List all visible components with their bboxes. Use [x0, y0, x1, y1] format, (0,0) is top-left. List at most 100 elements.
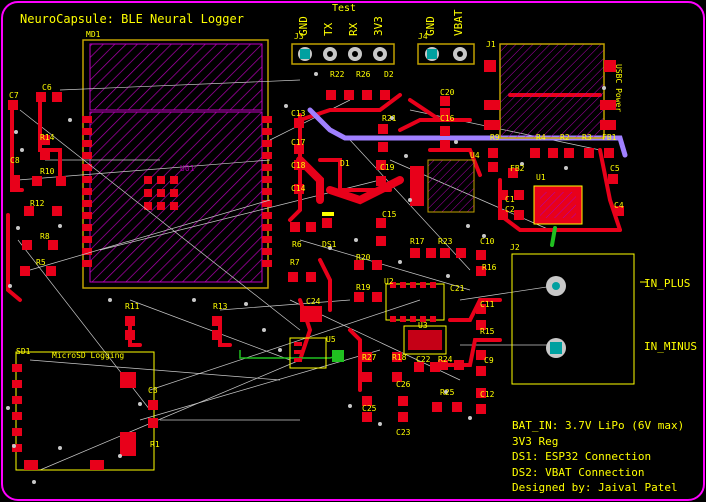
label-c23: C23	[396, 428, 411, 437]
label-d1: D1	[340, 159, 350, 168]
label-c4: C4	[614, 201, 624, 210]
label-c2: C2	[505, 205, 515, 214]
label-c6: C6	[42, 83, 52, 92]
highlighted-net	[307, 107, 628, 158]
label-c12: C12	[480, 390, 495, 399]
label-c15: C15	[382, 210, 397, 219]
label-j3: J3	[294, 32, 304, 41]
header-j3-outline	[291, 43, 395, 65]
connector-j2-outline	[511, 253, 635, 385]
label-c17: C17	[291, 138, 306, 147]
header-j3-pins[interactable]	[298, 47, 387, 61]
label-fb2: FB2	[510, 164, 525, 173]
u2-pads	[390, 282, 436, 322]
u3-body	[408, 330, 442, 350]
u5-pads	[294, 342, 302, 362]
label-c9: C9	[484, 356, 494, 365]
u3-outline	[403, 325, 447, 355]
usb-power-label: USBC Power	[614, 64, 623, 113]
label-r17: R17	[410, 237, 425, 246]
label-u2: U2	[384, 277, 394, 286]
module-pads-left	[82, 116, 92, 267]
note-bat-in: BAT_IN: 3.7V LiPo (6V max)	[512, 419, 685, 432]
label-r10: R10	[40, 167, 55, 176]
label-c10: C10	[480, 237, 495, 246]
label-r25: R25	[440, 388, 455, 397]
microsd-label: MicroSD Logging	[52, 351, 125, 360]
antenna-keepout	[89, 43, 263, 111]
label-j4: J4	[418, 32, 428, 41]
label-fb1: FB1	[602, 133, 617, 142]
label-c20: C20	[440, 88, 455, 97]
label-r19: R19	[356, 283, 371, 292]
label-r4: R4	[536, 133, 546, 142]
u4-tab	[410, 166, 424, 206]
note-ds2: DS2: VBAT Connection	[512, 466, 645, 479]
label-r13: R13	[213, 302, 228, 311]
label-r24: R24	[438, 355, 453, 364]
label-r18: R18	[392, 353, 407, 362]
j2-terminals[interactable]	[546, 276, 566, 358]
vias	[6, 72, 606, 484]
u1-thermal	[540, 192, 576, 218]
label-c21: C21	[450, 284, 465, 293]
label-u5: U5	[326, 335, 336, 344]
green-net-2	[550, 226, 557, 247]
label-c3: C3	[148, 386, 158, 395]
label-r8: R8	[40, 232, 50, 241]
label-r27: R27	[362, 353, 377, 362]
label-c26: C26	[396, 380, 411, 389]
board-title: NeuroCapsule: BLE Neural Logger	[20, 12, 244, 26]
label-r9: R9	[490, 133, 500, 142]
label-c25: C25	[362, 404, 377, 413]
label-c22: C22	[416, 355, 431, 364]
label-c18: C18	[291, 161, 306, 170]
microsd-outline	[15, 351, 155, 471]
u4-outline	[427, 159, 475, 213]
label-c7: C7	[9, 91, 19, 100]
label-d2: D2	[384, 70, 394, 79]
usb-connector-outline	[499, 43, 605, 139]
label-c11: C11	[480, 300, 495, 309]
label-r21: R21	[382, 114, 397, 123]
test-label: Test	[332, 3, 357, 14]
label-md1: MD1	[86, 30, 101, 39]
module-pads-right	[262, 116, 272, 267]
label-r22: R22	[330, 70, 345, 79]
label-r3: R3	[582, 133, 592, 142]
wide-power-traces	[296, 156, 404, 205]
usb-pads	[484, 60, 616, 130]
passive-pads	[8, 90, 624, 428]
note-ds1: DS1: ESP32 Connection	[512, 450, 652, 463]
label-r16: R16	[482, 263, 497, 272]
j3-pin-rx: RX	[347, 22, 360, 36]
label-c19: C19	[380, 163, 395, 172]
label-c1: C1	[505, 195, 515, 204]
label-r26: R26	[356, 70, 371, 79]
label-r20: R20	[356, 253, 371, 262]
header-j4-pins[interactable]	[425, 47, 467, 61]
module-center-pads	[144, 176, 178, 210]
in-plus-label: IN_PLUS	[644, 277, 691, 290]
j4-pin-vbat: VBAT	[452, 9, 465, 37]
label-r23: R23	[438, 237, 453, 246]
label-c8: C8	[10, 156, 20, 165]
label-c24: C24	[306, 297, 321, 306]
microsd-pads	[12, 364, 136, 470]
j3-pin-3v3: 3V3	[372, 16, 385, 36]
header-j4-outline	[417, 43, 475, 65]
label-u1: U1	[536, 173, 546, 182]
label-ds1: DS1	[322, 240, 337, 249]
label-r7: R7	[290, 258, 300, 267]
label-u01: U01	[180, 164, 195, 173]
label-u4: U4	[470, 151, 480, 160]
label-c14: C14	[291, 184, 306, 193]
label-r1: R1	[150, 440, 160, 449]
label-c16: C16	[440, 114, 455, 123]
label-r15: R15	[480, 327, 495, 336]
label-r5: R5	[36, 258, 46, 267]
in-minus-label: IN_MINUS	[644, 340, 697, 353]
note-3v3-reg: 3V3 Reg	[512, 435, 559, 448]
